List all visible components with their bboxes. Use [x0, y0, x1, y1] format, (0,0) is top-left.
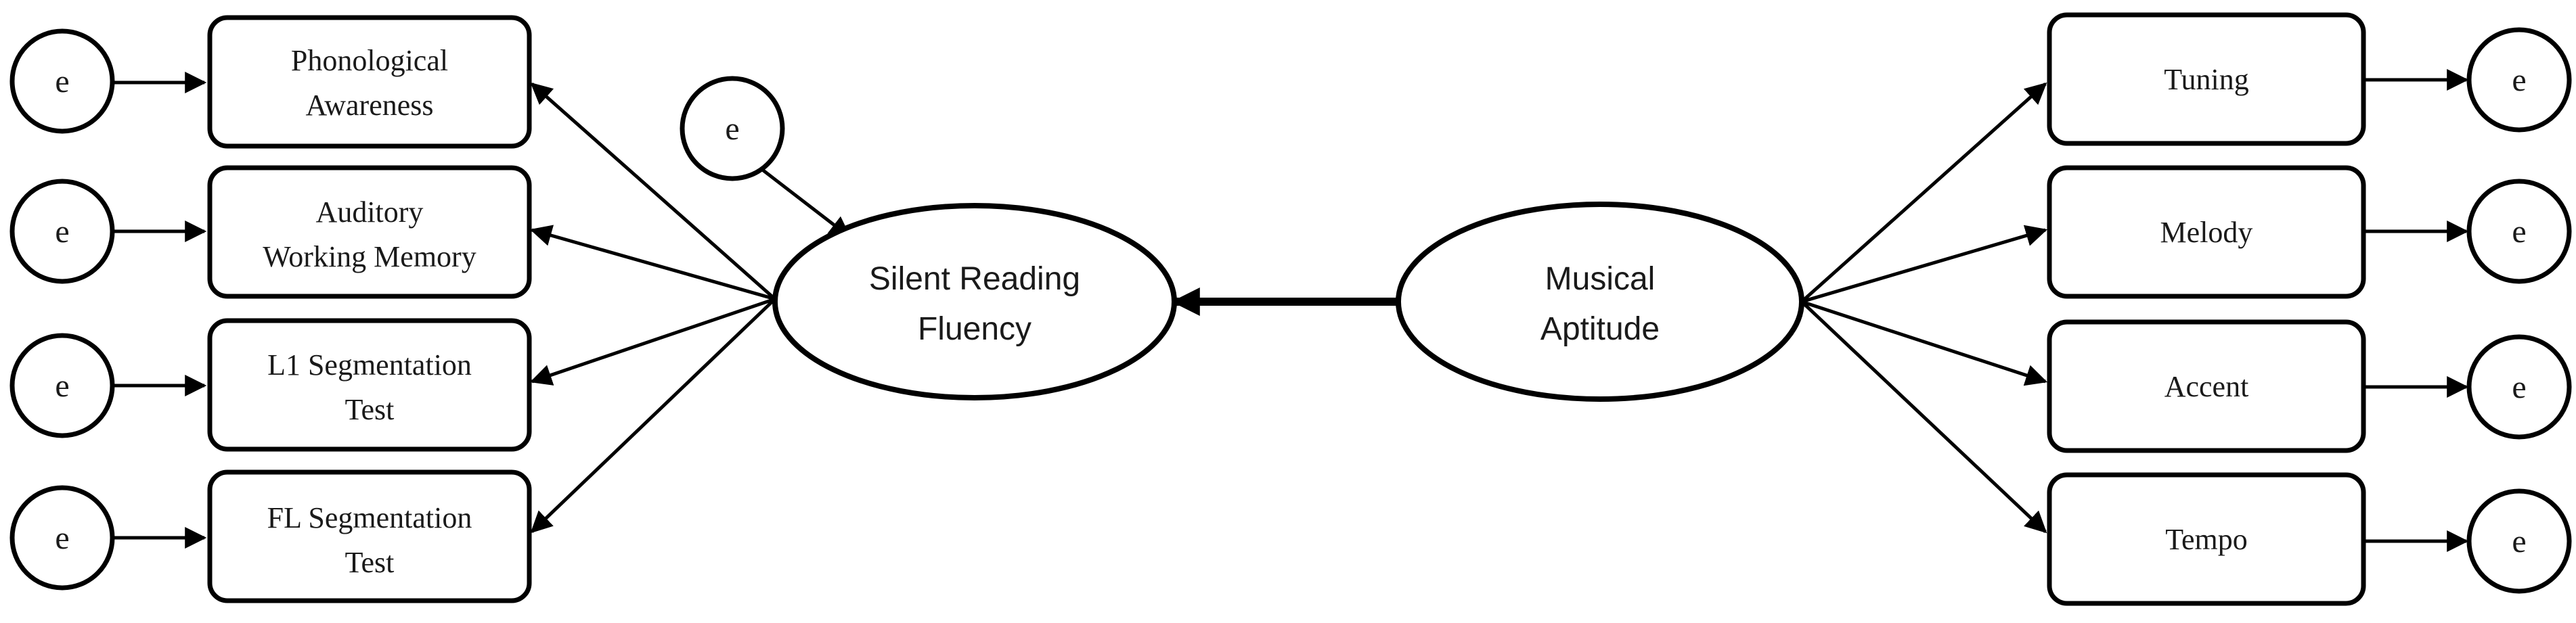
edge-music-to-accent [1801, 300, 2048, 386]
indicator-tempo: Tempo [2047, 472, 2366, 606]
edge-reading-to-l1-seg [529, 297, 776, 386]
error-circle-tempo: e [2466, 488, 2572, 594]
indicator-melody: Melody [2047, 165, 2366, 299]
error-circle-auditory: e [9, 179, 115, 284]
svg-text:e: e [2512, 524, 2526, 559]
edge-reading-to-auditory [529, 225, 776, 301]
edge-reading-to-fl-seg [530, 298, 776, 534]
svg-text:Tempo: Tempo [2165, 523, 2248, 556]
svg-text:Melody: Melody [2160, 216, 2253, 249]
error-circle-reading-residual: e [680, 76, 785, 181]
indicator-tuning: Tuning [2047, 12, 2366, 146]
edge-residual-to-reading [757, 165, 851, 238]
svg-text:e: e [725, 111, 739, 147]
svg-text:Test: Test [345, 393, 395, 426]
edge-music-to-tempo [1800, 300, 2047, 534]
indicator-fl-segmentation-test: FL Segmentation Test [207, 469, 532, 603]
error-circle-fl-seg: e [9, 485, 115, 591]
svg-text:e: e [55, 368, 69, 404]
svg-text:L1 Segmentation: L1 Segmentation [267, 348, 472, 382]
svg-text:FL Segmentation: FL Segmentation [267, 501, 472, 534]
error-circle-phonological: e [9, 28, 115, 134]
svg-text:Musical: Musical [1545, 261, 1656, 297]
svg-text:e: e [2512, 62, 2526, 98]
svg-text:Working Memory: Working Memory [263, 240, 476, 273]
error-circle-l1-seg: e [9, 333, 115, 438]
edge-music-to-tuning [1800, 82, 2047, 303]
svg-text:Tuning: Tuning [2164, 63, 2249, 96]
indicator-phonological-awareness: Phonological Awareness [207, 15, 532, 149]
svg-text:Fluency: Fluency [918, 311, 1031, 347]
svg-text:Silent Reading: Silent Reading [869, 261, 1080, 297]
svg-text:Aptitude: Aptitude [1540, 311, 1660, 347]
indicator-accent: Accent [2047, 319, 2366, 453]
error-circle-tuning: e [2466, 27, 2572, 133]
latent-silent-reading-fluency: Silent Reading Fluency [772, 203, 1177, 400]
indicator-auditory-working-memory: Auditory Working Memory [207, 165, 532, 299]
latent-musical-aptitude: Musical Aptitude [1396, 202, 1804, 402]
error-circle-melody: e [2466, 179, 2572, 284]
svg-text:Test: Test [345, 546, 395, 579]
svg-text:e: e [55, 520, 69, 556]
svg-text:Phonological: Phonological [291, 44, 448, 77]
edge-music-to-melody [1801, 225, 2048, 304]
svg-text:Auditory: Auditory [316, 195, 424, 229]
svg-text:Accent: Accent [2164, 370, 2249, 403]
svg-text:e: e [55, 64, 69, 99]
svg-text:Awareness: Awareness [306, 89, 434, 122]
indicator-l1-segmentation-test: L1 Segmentation Test [207, 318, 532, 452]
svg-text:e: e [2512, 369, 2526, 405]
svg-text:e: e [55, 214, 69, 250]
edge-reading-to-phonological [530, 82, 776, 300]
error-circle-accent: e [2466, 334, 2572, 440]
svg-text:e: e [2512, 214, 2526, 250]
